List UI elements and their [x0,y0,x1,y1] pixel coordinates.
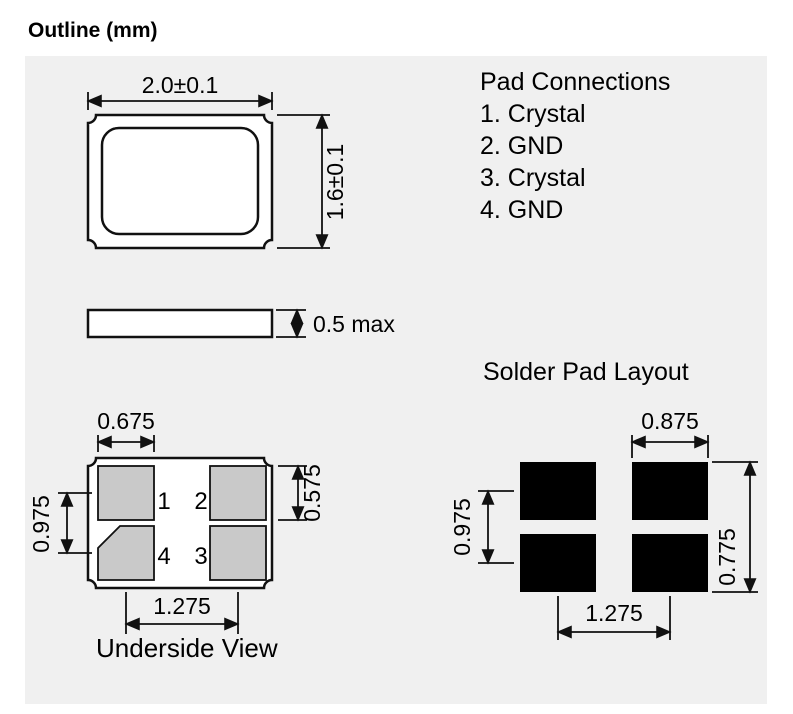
dim-solder-horizontal-pitch: 1.275 [556,596,672,640]
side-profile-outline [86,308,274,339]
underside-vertical-pitch-label: 0.975 [28,495,54,553]
pad-connection-item-1: 1. Crystal [480,100,586,128]
underside-view-caption: Underside View [96,633,278,663]
pad-number-2: 2 [194,488,207,515]
solder-pad-layout-title: Solder Pad Layout [483,358,689,386]
pad-number-1: 1 [157,488,170,515]
thickness-dim-label: 0.5 max [313,311,395,337]
top-width-dim-label: 2.0±0.1 [142,72,219,98]
solder-horizontal-pitch-label: 1.275 [585,600,643,626]
dim-solder-vertical-pitch: 0.975 [449,489,514,565]
underside-pad-1 [97,465,155,521]
solder-pad-width-label: 0.875 [641,408,699,434]
pad-connection-item-3: 3. Crystal [480,164,586,192]
pad-connection-item-2: 2. GND [480,132,563,160]
package-body-outline [86,113,274,250]
underside-pad-2 [209,465,267,521]
pad-connections: Pad Connections 1. Crystal 2. GND 3. Cry… [480,68,670,224]
underside-horizontal-pitch-label: 1.275 [153,593,211,619]
dim-thickness: 0.5 max [276,308,395,339]
underside-pad-3 [209,525,267,581]
dim-underside-pad-width: 0.675 [96,408,156,452]
underside-pad-width-label: 0.675 [97,408,155,434]
dim-solder-pad-width: 0.875 [630,408,710,458]
dim-underside-horizontal-pitch: 1.275 [124,592,240,634]
package-lid-outline [100,126,260,236]
underside-pad-height-label: 0.575 [299,464,325,522]
solder-pad-bottom-right [632,534,708,592]
dim-underside-vertical-pitch: 0.975 [28,491,92,555]
side-view: 0.5 max [86,308,395,339]
dim-top-width: 2.0±0.1 [86,72,274,110]
pad-number-4: 4 [157,543,170,570]
solder-vertical-pitch-label: 0.975 [449,498,475,556]
underside-view: 1 2 4 3 0.675 0.975 0.575 1.275 [28,408,325,663]
dim-underside-pad-height: 0.575 [278,464,325,522]
top-view: 2.0±0.1 1.6±0.1 [86,72,348,250]
solder-pad-top-right [632,462,708,520]
pad-connection-item-4: 4. GND [480,196,563,224]
pad-number-3: 3 [194,543,207,570]
pad-connections-title: Pad Connections [480,68,670,96]
solder-pad-layout: 0.875 0.975 0.775 1.275 [449,408,758,640]
solder-pad-top-left [520,462,596,520]
page-title: Outline (mm) [28,19,158,42]
dim-solder-pad-height: 0.775 [712,460,758,594]
solder-pad-height-label: 0.775 [714,528,740,586]
solder-pad-bottom-left [520,534,596,592]
top-height-dim-label: 1.6±0.1 [322,144,348,221]
underside-pad-4 [97,525,155,581]
dim-top-height: 1.6±0.1 [277,113,348,250]
